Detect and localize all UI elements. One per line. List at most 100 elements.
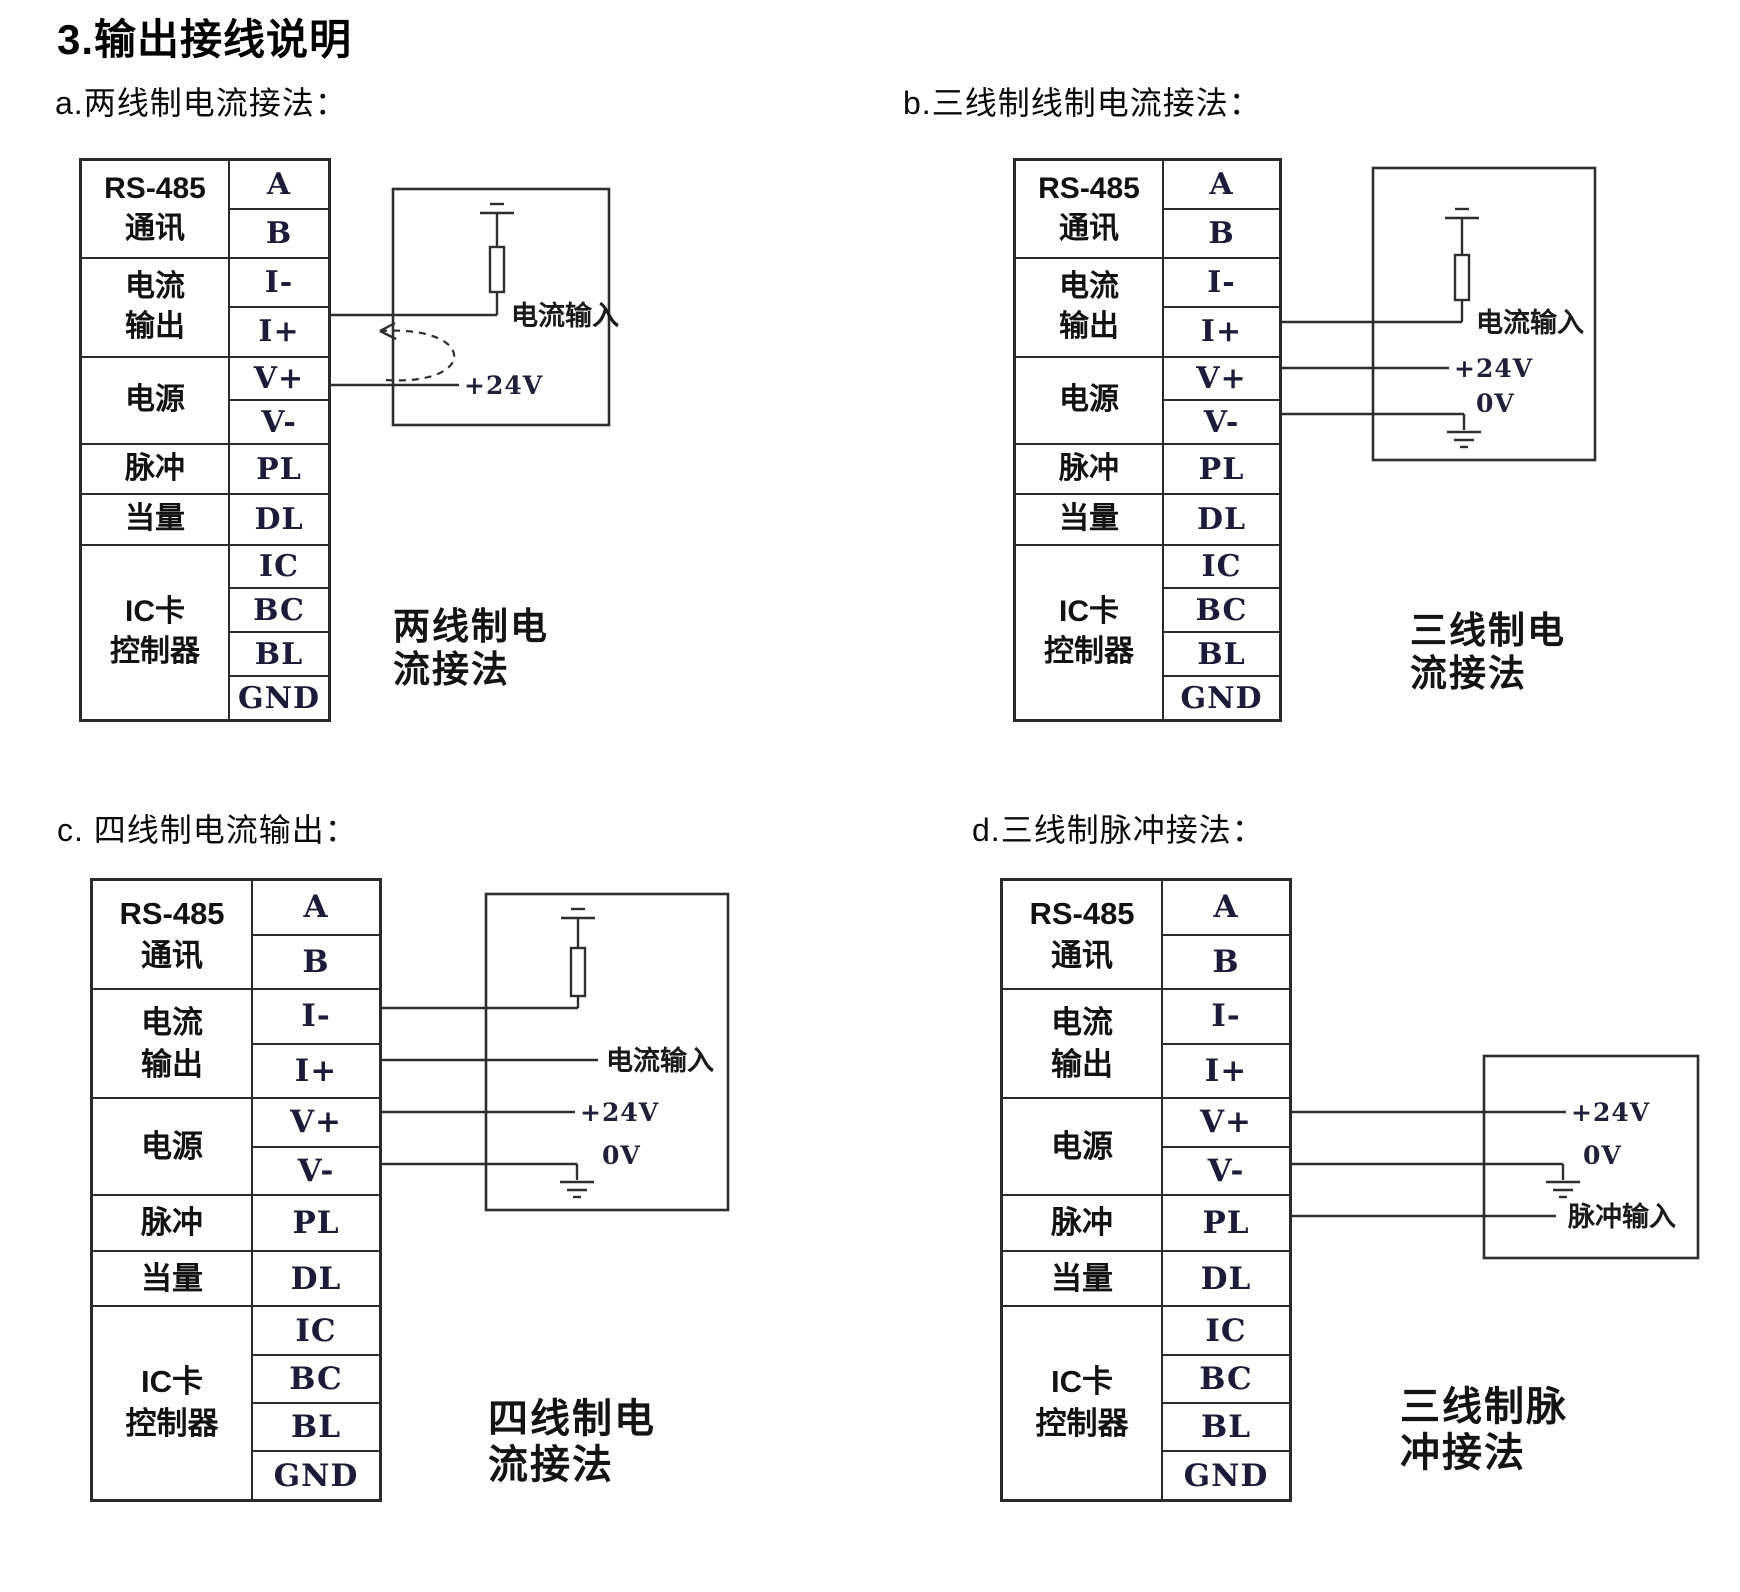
device-box [1371,166,1597,462]
terminal-group-label: 电源 [79,355,230,446]
wire-label-0v: 0V [1476,389,1515,418]
terminal-pin: GND [1162,675,1282,722]
terminal-pin: IC [1162,543,1282,590]
terminal-row: BC [92,1353,382,1405]
device-box [391,187,611,427]
terminal-pin: I+ [251,1042,382,1100]
terminal-pin: IC [1161,1305,1292,1356]
terminal-row: B [92,933,382,991]
terminal-row: I+ [92,1042,382,1100]
terminal-pin: V- [251,1145,382,1196]
terminal-pin: IC [251,1305,382,1356]
terminal-pin: I+ [228,306,331,358]
terminal-group-label: 脉冲 [90,1193,253,1252]
terminal-row: I+ [81,306,331,358]
terminal-pin: A [251,878,382,936]
terminal-pin: BC [1162,587,1282,634]
terminal-row: V- [92,1145,382,1196]
ground-icon [561,907,595,948]
terminal-row: GND [92,1450,382,1502]
wire-label-24v: +24V [580,1098,659,1127]
terminal-row: GND [1002,1450,1292,1502]
terminal-row: I+ [1002,1042,1292,1100]
terminal-row: I+ [1015,306,1282,358]
ground-icon [1546,1180,1580,1199]
section-heading-b: b.三线制线制电流接法： [903,85,1262,121]
terminal-row: V- [1015,399,1282,446]
ground-icon [560,1180,594,1199]
terminal-pin: I+ [1161,1042,1292,1100]
terminal-pin: BC [228,587,331,634]
terminal-row: GND [81,675,331,722]
terminal-pin: GND [1161,1450,1292,1502]
wire-label-current-input: 电流输入 [1476,307,1584,338]
terminal-row: GND [1015,675,1282,722]
resistor-icon [488,245,506,294]
terminal-row: BC [1002,1353,1292,1405]
resistor-icon [1453,253,1471,302]
terminal-pin: V+ [1161,1097,1292,1148]
terminal-pin: BC [1161,1353,1292,1405]
panel-c-wiring: 电流输入 +24V 0V [382,892,730,1212]
terminal-group-label: RS-485 通讯 [90,878,253,991]
terminal-pin: BL [251,1402,382,1453]
panel-b-wiring: 电流输入 +24V 0V [1282,166,1597,462]
loop-arrow-icon [379,321,456,382]
terminal-pin: BL [1162,631,1282,678]
terminal-group-label: 电流 输出 [1013,257,1164,358]
panel-a-wiring: 电流输入 +24V [331,187,619,427]
terminal-pin: I- [1162,257,1282,309]
terminal-pin: BL [1161,1402,1292,1453]
ground-icon [1445,207,1479,255]
terminal-row: BL [1015,631,1282,678]
terminal-pin: V+ [228,355,331,402]
terminal-pin: GND [251,1450,382,1502]
terminal-group-label: 当量 [79,493,230,546]
terminal-pin: I- [1161,988,1292,1045]
terminal-group-label: RS-485 通讯 [1013,158,1164,260]
terminal-pin: PL [1161,1193,1292,1252]
terminal-pin: B [1161,933,1292,991]
caption-b: 三线制电 流接法 [1410,610,1566,694]
terminal-pin: I- [228,257,331,309]
terminal-row: BL [92,1402,382,1453]
resistor-icon [569,946,587,998]
terminal-pin: I+ [1162,306,1282,358]
terminal-row: V- [1002,1145,1292,1196]
device-box [484,892,730,1212]
terminal-pin: V- [1162,399,1282,446]
terminal-group-label: RS-485 通讯 [1000,878,1163,991]
terminal-pin: V+ [1162,355,1282,402]
ground-icon [1447,430,1481,449]
ground-icon [480,202,514,247]
terminal-pin: B [1162,208,1282,260]
terminal-row: B [81,208,331,260]
terminal-pin: PL [251,1193,382,1252]
wire-label-0v: 0V [1583,1141,1622,1170]
caption-a: 两线制电 流接法 [393,606,549,690]
wire-label-current-input: 电流输入 [511,300,619,331]
section-heading-c: c. 四线制电流输出： [57,812,358,848]
terminal-row: B [1002,933,1292,991]
terminal-group-label: 电源 [1013,355,1164,446]
